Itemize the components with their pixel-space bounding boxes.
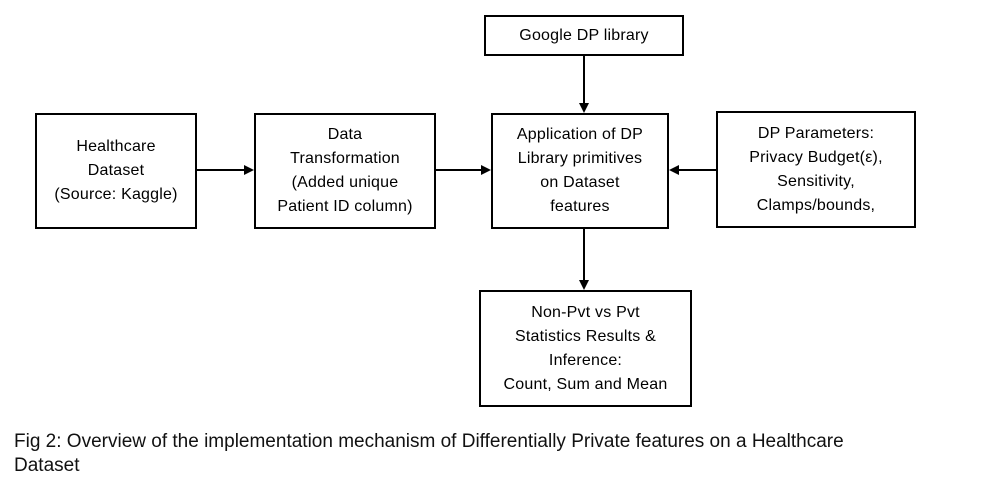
node-label-line: Sensitivity,: [777, 172, 855, 190]
node-label-line: Healthcare: [76, 138, 156, 155]
healthcare-dataset-node: Healthcare Dataset (Source: Kaggle): [35, 113, 197, 229]
node-label-line: Statistics Results &: [515, 327, 656, 345]
node-label-line: (Source: Kaggle): [54, 186, 178, 203]
node-label-line: Patient ID column): [277, 198, 413, 215]
node-label-line: Count, Sum and Mean: [503, 375, 668, 393]
node-label-line: Dataset: [87, 162, 145, 179]
node-label-line: Data: [327, 126, 363, 143]
node-label-line: Transformation: [290, 150, 400, 167]
google-dp-library-node: Google DP library: [484, 15, 684, 56]
node-label-line: Inference:: [548, 351, 623, 369]
dp-application-node: Application of DP Library primitives on …: [491, 113, 669, 229]
node-label-line: DP Parameters:: [757, 124, 875, 142]
caption-line-2: Dataset: [14, 455, 80, 476]
dp-parameters-node: DP Parameters: Privacy Budget(ε), Sensit…: [716, 111, 916, 228]
node-label-line: Clamps/bounds,: [756, 196, 876, 214]
node-label-line: Non-Pvt vs Pvt: [531, 303, 640, 321]
node-label-line: Library primitives: [517, 150, 643, 167]
node-label-line: Application of DP: [516, 126, 644, 143]
data-transformation-node: Data Transformation (Added unique Patien…: [254, 113, 436, 229]
node-label-line: Privacy Budget(ε),: [749, 148, 883, 166]
statistics-results-node: Non-Pvt vs Pvt Statistics Results & Infe…: [479, 290, 692, 407]
figure-caption: Fig 2: Overview of the implementation me…: [14, 430, 994, 478]
node-label-line: (Added unique: [291, 174, 399, 191]
node-label-line: features: [550, 198, 610, 215]
node-label-line: Google DP library: [519, 26, 649, 44]
caption-line-1: Fig 2: Overview of the implementation me…: [14, 431, 844, 452]
node-label-line: on Dataset: [540, 174, 620, 191]
